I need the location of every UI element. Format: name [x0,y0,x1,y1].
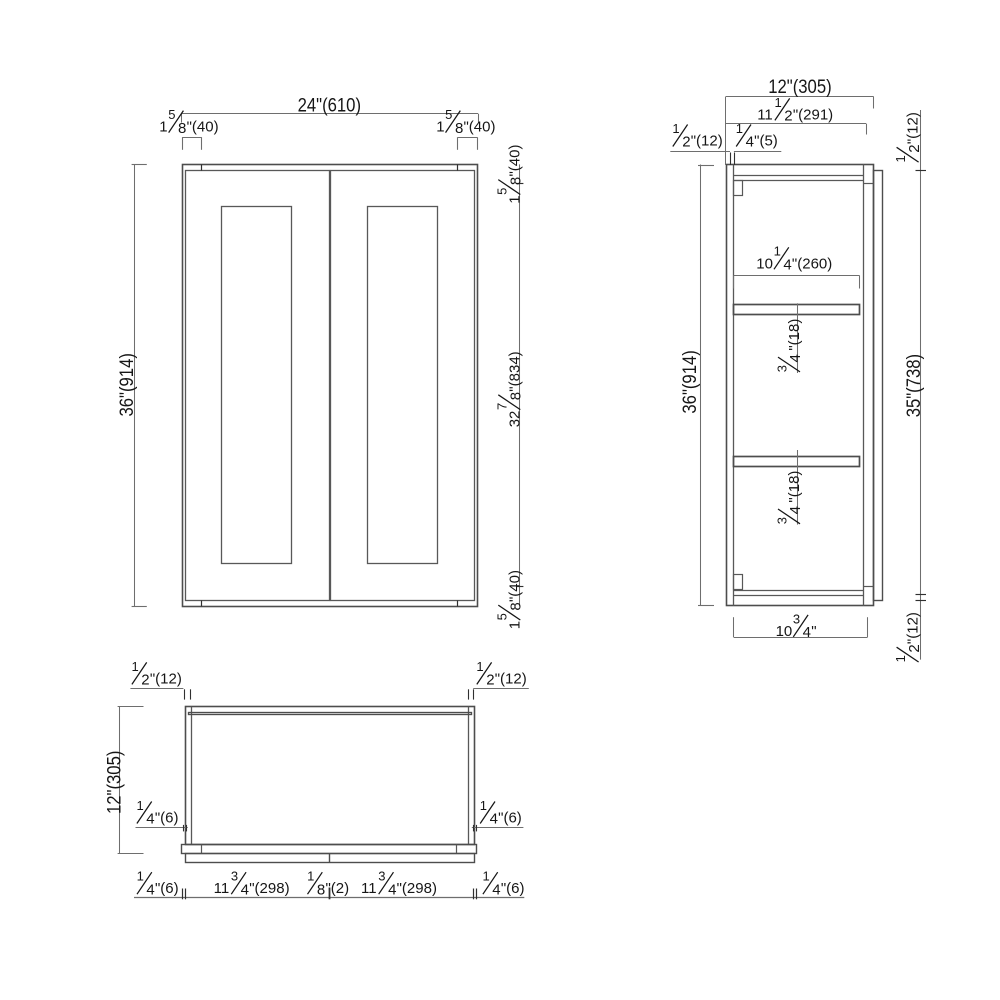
svg-text:1: 1 [893,655,908,662]
svg-text:10: 10 [756,255,773,272]
svg-text:2: 2 [784,108,792,125]
svg-text:3: 3 [378,869,385,884]
svg-text:2: 2 [141,672,149,689]
svg-text:4: 4 [783,257,791,274]
svg-text:3: 3 [231,869,238,884]
svg-text:2: 2 [682,134,690,151]
svg-text:1: 1 [159,119,167,136]
svg-text:1: 1 [476,659,483,674]
svg-text:1: 1 [137,798,144,813]
svg-text:1: 1 [483,869,490,884]
svg-text:35"(738): 35"(738) [904,354,925,417]
svg-text:"(6): "(6) [155,880,179,897]
svg-text:8: 8 [508,602,525,610]
svg-text:5: 5 [168,107,175,122]
svg-text:11: 11 [361,880,377,897]
svg-text:1: 1 [774,244,781,259]
svg-text:4: 4 [146,881,154,898]
svg-text:4: 4 [803,624,811,641]
svg-text:4: 4 [787,506,804,514]
svg-text:"(12): "(12) [691,133,723,150]
svg-text:1: 1 [307,869,314,884]
svg-text:4: 4 [146,811,154,828]
svg-text:11: 11 [757,106,773,123]
svg-text:"(834): "(834) [506,351,523,391]
svg-text:"(18): "(18) [786,471,803,503]
svg-text:1: 1 [672,121,679,136]
svg-text:8: 8 [317,881,325,898]
svg-text:1: 1 [506,621,523,629]
svg-text:"(40): "(40) [506,570,523,602]
svg-text:1: 1 [506,195,523,203]
svg-text:1: 1 [132,659,139,674]
svg-text:"(2): "(2) [325,880,349,897]
svg-text:"(18): "(18) [786,319,803,351]
svg-text:4: 4 [490,811,498,828]
svg-text:24"(610): 24"(610) [298,95,361,116]
svg-text:"(40): "(40) [187,119,219,136]
svg-text:36"(914): 36"(914) [117,353,138,416]
svg-text:5: 5 [445,107,452,122]
svg-text:10: 10 [776,623,793,640]
svg-text:"(291): "(291) [793,106,833,123]
svg-text:32: 32 [506,411,523,428]
svg-text:1: 1 [480,798,487,813]
svg-text:7: 7 [495,403,510,410]
svg-text:2: 2 [906,644,923,652]
svg-text:"(12): "(12) [495,670,527,687]
svg-text:4: 4 [787,354,804,362]
svg-text:"(6): "(6) [155,810,179,827]
svg-text:8: 8 [178,120,186,137]
svg-text:4: 4 [241,881,249,898]
svg-text:36"(914): 36"(914) [680,350,701,413]
svg-text:4: 4 [746,134,754,151]
svg-text:12"(305): 12"(305) [768,77,832,98]
svg-text:3: 3 [793,611,800,626]
svg-text:1: 1 [774,95,781,110]
svg-text:2: 2 [486,672,494,689]
svg-text:4: 4 [492,881,500,898]
svg-text:1: 1 [436,119,444,136]
svg-text:"(5): "(5) [754,133,778,150]
svg-text:8: 8 [508,177,525,185]
svg-text:8: 8 [455,120,463,137]
svg-text:"(12): "(12) [905,612,922,644]
svg-text:"(298): "(298) [249,880,289,897]
svg-text:"(40): "(40) [506,145,523,177]
svg-text:"(12): "(12) [905,112,922,144]
svg-text:"(6): "(6) [501,880,525,897]
svg-text:3: 3 [774,365,789,372]
svg-text:3: 3 [774,517,789,524]
svg-text:2: 2 [906,144,923,152]
svg-text:12"(305): 12"(305) [104,751,125,814]
svg-text:1: 1 [893,155,908,162]
svg-text:"(298): "(298) [397,880,437,897]
svg-text:1: 1 [736,121,743,136]
svg-text:5: 5 [495,613,510,620]
svg-text:11: 11 [214,880,230,897]
svg-text:4: 4 [388,881,396,898]
svg-text:"(12): "(12) [150,670,182,687]
svg-text:": " [811,623,816,640]
svg-text:8: 8 [508,392,525,400]
svg-text:5: 5 [495,188,510,195]
svg-text:1: 1 [137,869,144,884]
svg-text:"(40): "(40) [463,119,495,136]
svg-text:"(6): "(6) [498,810,522,827]
svg-text:"(260): "(260) [792,255,832,272]
